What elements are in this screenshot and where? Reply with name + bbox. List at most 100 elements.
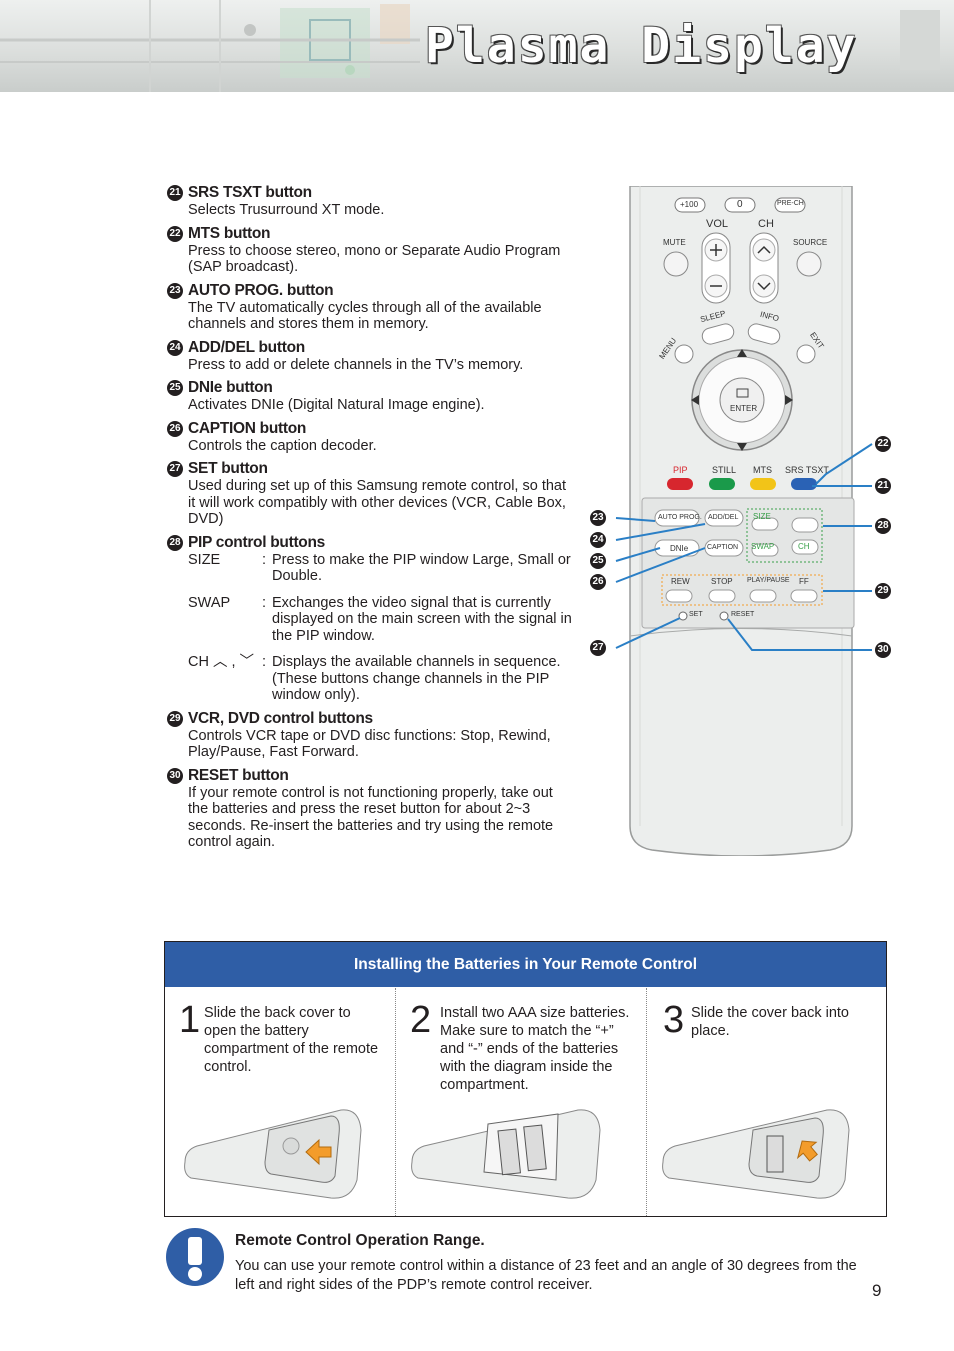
swap-label: SWAP: [751, 542, 775, 551]
item-desc: Controls VCR tape or DVD disc functions:…: [188, 727, 551, 761]
callout-25: 25: [590, 553, 606, 569]
pip-row: CH ︿ , ﹀ : Displays the available channe…: [188, 654, 577, 704]
pip-val: Displays the available channels in seque…: [272, 654, 561, 703]
item-title: CAPTION button: [188, 419, 307, 437]
step-number: 1: [179, 999, 201, 1041]
list-item: 30 RESET button If your remote control i…: [167, 767, 577, 851]
page-number: 9: [872, 1281, 882, 1300]
pip-key: SIZE: [188, 551, 221, 568]
still-label: STILL: [712, 465, 737, 475]
callout-26: 26: [590, 574, 606, 590]
battery-step-2: 2 Install two AAA size batteries. Make s…: [396, 988, 646, 1216]
caption-label: CAPTION: [707, 544, 739, 551]
item-title: ADD/DEL button: [188, 338, 305, 356]
item-number: 22: [167, 225, 183, 242]
pip-colon: :: [262, 654, 267, 670]
pip-val: Exchanges the video signal that is curre…: [272, 594, 572, 644]
plus100-label: +100: [680, 200, 699, 209]
step-text: Slide the cover back into place.: [691, 1005, 849, 1039]
step-divider: [395, 988, 396, 1216]
step-number: 3: [663, 999, 685, 1041]
step-divider: [646, 988, 647, 1216]
list-item: 23 AUTO PROG. button The TV automaticall…: [167, 282, 577, 333]
autoprog-label: AUTO PROG.: [658, 514, 702, 521]
pip-colon: :: [262, 594, 267, 611]
step-text: Install two AAA size batteries. Make sur…: [440, 1005, 630, 1093]
circuit-board-graphic: [0, 0, 940, 92]
item-title: SRS TSXT button: [188, 184, 312, 201]
note-text: You can use your remote control within a…: [235, 1258, 857, 1293]
battery-install-box: Installing the Batteries in Your Remote …: [164, 941, 887, 1217]
vol-label: VOL: [706, 218, 729, 230]
item-number: 24: [167, 339, 183, 356]
item-desc: Selects Trusurround XT mode.: [188, 202, 385, 218]
pip-key: SWAP: [188, 594, 231, 611]
item-desc: Press to choose stereo, mono or Separate…: [188, 242, 561, 276]
item-title: VCR, DVD control buttons: [188, 709, 373, 727]
mute-label: MUTE: [663, 238, 686, 247]
item-number: 27: [167, 461, 183, 477]
item-number: 30: [167, 767, 183, 784]
srs-label: SRS TSXT: [785, 465, 829, 475]
item-title: DNIe button: [188, 379, 273, 396]
remote-open-illustration: [411, 1109, 601, 1199]
item-title: RESET button: [188, 766, 289, 784]
item-number: 25: [167, 380, 183, 396]
remote-control-diagram: +100 0 PRE-CH VOL CH MUTE SOURCE SLEEP I…: [590, 186, 910, 856]
rew-label: REW: [671, 577, 690, 586]
button-descriptions: 21 SRS TSXT button Selects Trusurround X…: [167, 184, 577, 857]
battery-heading: Installing the Batteries in Your Remote …: [165, 942, 886, 987]
callout-29: 29: [875, 583, 891, 599]
pip-row: SWAP : Exchanges the video signal that i…: [188, 595, 577, 645]
step-number: 2: [410, 999, 432, 1041]
item-title: PIP control buttons: [188, 533, 325, 551]
pip-label: PIP: [673, 465, 688, 475]
item-desc: If your remote control is not functionin…: [188, 784, 554, 851]
item-title: MTS button: [188, 224, 271, 242]
ff-label: FF: [799, 577, 809, 586]
zero-label: 0: [737, 199, 743, 210]
item-number: 28: [167, 534, 183, 551]
pip-val: Press to make the PIP window Large, Smal…: [272, 551, 571, 585]
source-label: SOURCE: [793, 238, 828, 247]
pip-ch-label: CH: [798, 542, 810, 551]
pip-key: CH ︿ , ﹀: [188, 654, 255, 670]
reset-label: RESET: [731, 611, 755, 618]
callout-30: 30: [875, 642, 891, 658]
page-title: Plasma Display: [425, 18, 858, 74]
pip-colon: :: [262, 551, 267, 568]
prech-label: PRE-CH: [777, 200, 804, 207]
item-number: 26: [167, 420, 183, 437]
item-number: 23: [167, 282, 183, 299]
dnie-label: DNIe: [670, 544, 689, 553]
ch-label: CH: [758, 218, 774, 230]
note-title: Remote Control Operation Range.: [235, 1232, 485, 1249]
item-number: 29: [167, 710, 183, 727]
pip-row: SIZE : Press to make the PIP window Larg…: [188, 552, 577, 585]
mts-label: MTS: [753, 465, 772, 475]
callout-23: 23: [590, 510, 606, 526]
adddel-label: ADD/DEL: [708, 514, 739, 521]
item-desc: Controls the caption decoder.: [188, 437, 377, 454]
page-header: Plasma Display: [0, 0, 954, 92]
playpause-label: PLAY/PAUSE: [747, 577, 790, 584]
item-number: 21: [167, 185, 183, 201]
battery-step-1: 1 Slide the back cover to open the batte…: [165, 988, 395, 1216]
remote-body: [615, 186, 873, 856]
callout-24: 24: [590, 532, 606, 548]
enter-label: ENTER: [730, 404, 758, 413]
pip-color-swatch: [667, 478, 693, 490]
list-item: 24 ADD/DEL button Press to add or delete…: [167, 339, 577, 374]
list-item: 25 DNIe button Activates DNIe (Digital N…: [167, 379, 577, 414]
item-desc: Used during set up of this Samsung remot…: [188, 478, 567, 527]
exclamation-icon: [166, 1228, 224, 1286]
list-item-pip: 28 PIP control buttons SIZE : Press to m…: [167, 534, 577, 704]
item-desc: Press to add or delete channels in the T…: [188, 356, 524, 373]
step-text: Slide the back cover to open the battery…: [204, 1005, 379, 1075]
callout-27: 27: [590, 640, 606, 656]
callout-28: 28: [875, 518, 891, 534]
list-item: 22 MTS button Press to choose stereo, mo…: [167, 225, 577, 276]
list-item: 29 VCR, DVD control buttons Controls VCR…: [167, 710, 577, 761]
list-item: 26 CAPTION button Controls the caption d…: [167, 420, 577, 455]
set-label: SET: [689, 611, 703, 618]
